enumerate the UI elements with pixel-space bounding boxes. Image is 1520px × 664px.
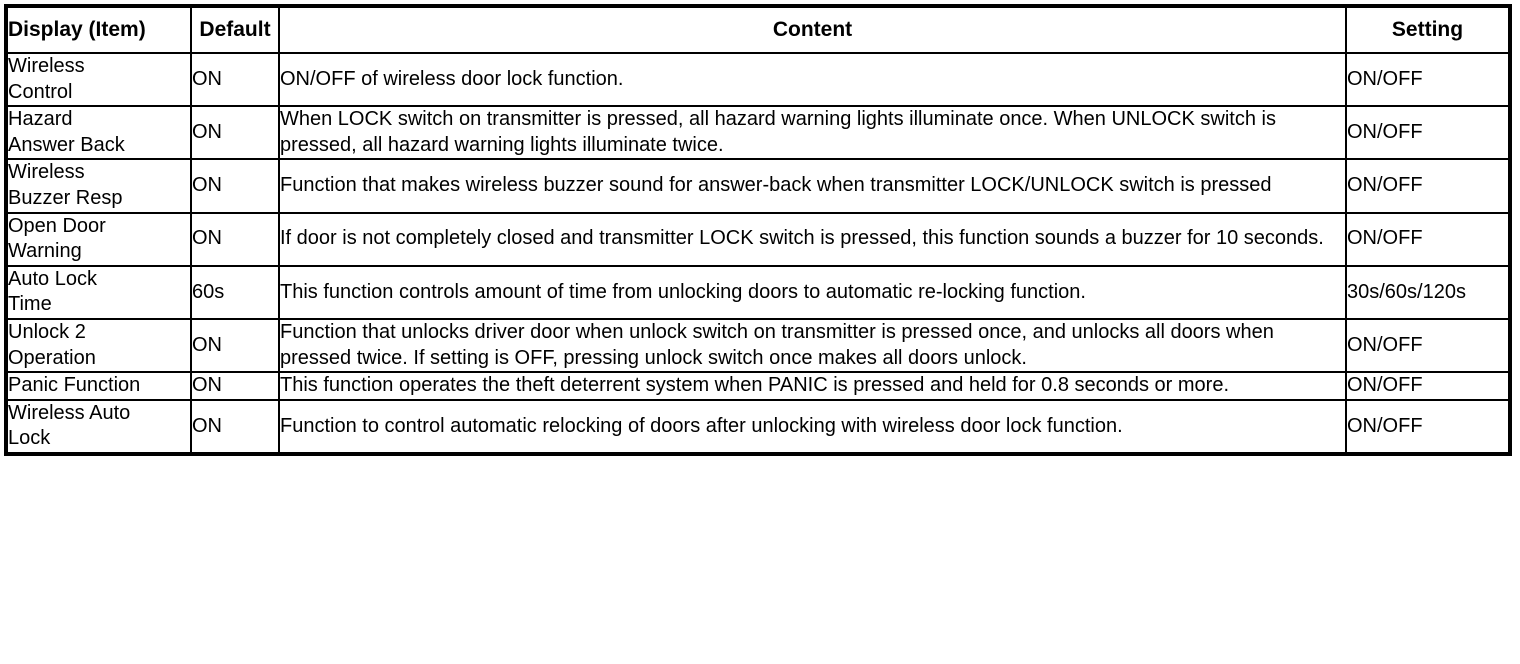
cell-display-item: Open Door Warning <box>5 211 192 267</box>
table-body: Wireless Control ON ON/OFF of wireless d… <box>5 51 1511 455</box>
cell-content: Function that makes wireless buzzer soun… <box>278 158 1347 214</box>
cell-default: ON <box>190 158 280 214</box>
table-row: Hazard Answer Back ON When LOCK switch o… <box>5 105 1511 161</box>
cell-display-item: Wireless Control <box>5 51 192 108</box>
cell-default: ON <box>190 398 280 455</box>
header-row: Display (Item) Default Content Setting <box>5 5 1511 54</box>
cell-default: ON <box>190 105 280 161</box>
table-row: Wireless Auto Lock ON Function to contro… <box>5 398 1511 455</box>
cell-content: This function operates the theft deterre… <box>278 371 1347 401</box>
cell-display-item: Auto Lock Time <box>5 264 192 320</box>
item-line-1: Hazard <box>8 108 73 131</box>
table-header: Display (Item) Default Content Setting <box>5 5 1511 54</box>
cell-display-item: Wireless Buzzer Resp <box>5 158 192 214</box>
item-line-2: Control <box>8 80 73 103</box>
item-line-2: Lock <box>8 427 51 450</box>
table-row: Unlock 2 Operation ON Function that unlo… <box>5 317 1511 374</box>
cell-setting: 30s/60s/120s <box>1345 264 1511 320</box>
cell-content: This function controls amount of time fr… <box>278 264 1347 320</box>
column-header-setting: Setting <box>1345 5 1511 54</box>
item-line-1: Wireless <box>8 55 85 77</box>
item-line-2: Warning <box>8 240 82 263</box>
cell-default: ON <box>190 211 280 267</box>
column-header-content: Content <box>278 5 1347 54</box>
item-line-2: Buzzer Resp <box>8 186 123 209</box>
cell-content: Function to control automatic relocking … <box>278 398 1347 455</box>
cell-setting: ON/OFF <box>1345 211 1511 267</box>
cell-content: If door is not completely closed and tra… <box>278 211 1347 267</box>
cell-default: ON <box>190 317 280 374</box>
item-line-2: Answer Back <box>8 133 125 156</box>
item-line-1: Auto Lock <box>8 267 97 290</box>
cell-display-item: Hazard Answer Back <box>5 105 192 161</box>
table-row: Auto Lock Time 60s This function control… <box>5 264 1511 320</box>
cell-setting: ON/OFF <box>1345 105 1511 161</box>
cell-default: ON <box>190 371 280 401</box>
item-line-2: Operation <box>8 346 96 369</box>
cell-content: Function that unlocks driver door when u… <box>278 317 1347 374</box>
cell-display-item: Wireless Auto Lock <box>5 398 192 455</box>
wireless-door-lock-settings-table: Display (Item) Default Content Setting W… <box>4 4 1512 456</box>
cell-default: 60s <box>190 264 280 320</box>
item-line-1: Wireless <box>8 161 85 184</box>
cell-setting: ON/OFF <box>1345 371 1511 401</box>
cell-display-item: Panic Function <box>5 371 192 401</box>
cell-content: When LOCK switch on transmitter is press… <box>278 105 1347 161</box>
column-header-display-item: Display (Item) <box>5 5 192 54</box>
item-line-1: Panic Function <box>8 374 141 397</box>
item-line-1: Open Door <box>8 214 106 237</box>
cell-setting: ON/OFF <box>1345 51 1511 108</box>
cell-setting: ON/OFF <box>1345 158 1511 214</box>
table-row: Open Door Warning ON If door is not comp… <box>5 211 1511 267</box>
cell-display-item: Unlock 2 Operation <box>5 317 192 374</box>
item-line-1: Wireless Auto <box>8 401 131 424</box>
item-line-1: Unlock 2 <box>8 320 86 343</box>
cell-content: ON/OFF of wireless door lock function. <box>278 51 1347 108</box>
table-row: Wireless Control ON ON/OFF of wireless d… <box>5 51 1511 108</box>
item-line-2: Time <box>8 293 52 316</box>
cell-default: ON <box>190 51 280 108</box>
table-row: Wireless Buzzer Resp ON Function that ma… <box>5 158 1511 214</box>
column-header-default: Default <box>190 5 280 54</box>
cell-setting: ON/OFF <box>1345 317 1511 374</box>
cell-setting: ON/OFF <box>1345 398 1511 455</box>
table-row: Panic Function ON This function operates… <box>5 371 1511 401</box>
